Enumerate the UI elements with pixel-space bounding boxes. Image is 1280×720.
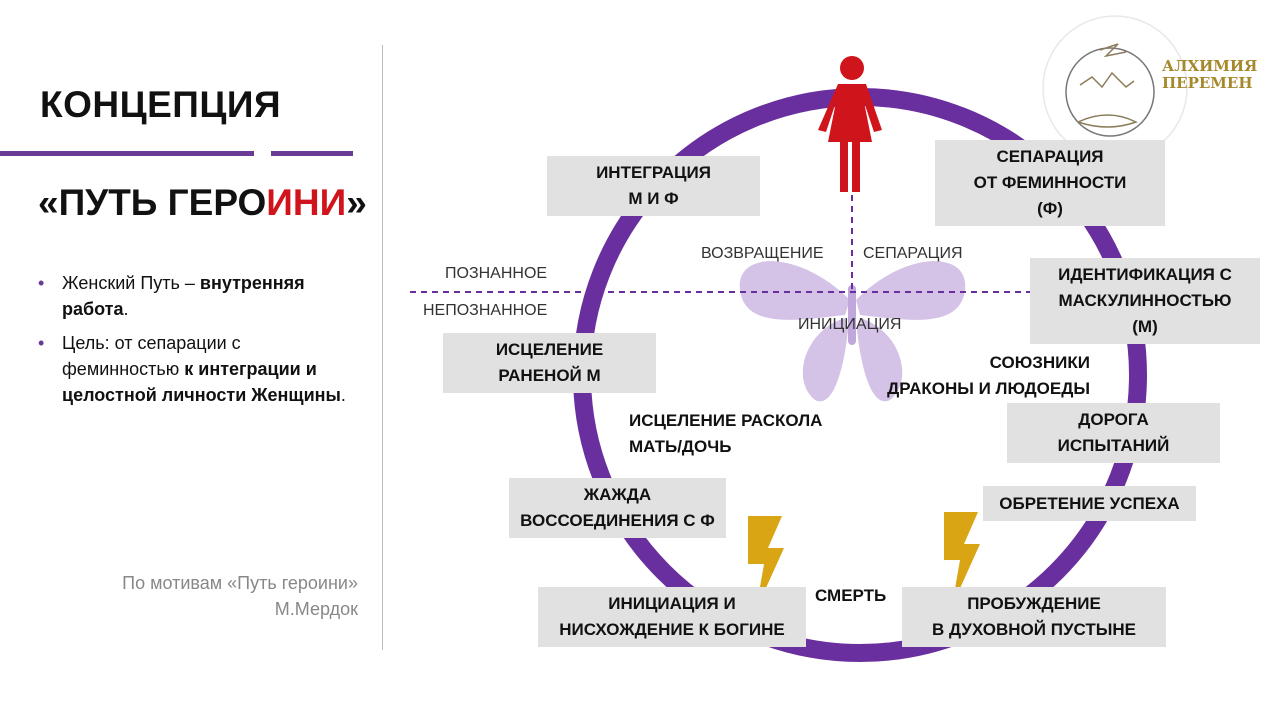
butterfly-icon — [739, 261, 966, 402]
logo-line: ПЕРЕМЕН — [1162, 74, 1253, 92]
stage-separation-feminine: СЕПАРАЦИЯ ОТ ФЕМИННОСТИ (Ф) — [935, 140, 1165, 226]
stage-integration: ИНТЕГРАЦИЯ М И Ф — [547, 156, 760, 216]
label-death: СМЕРТЬ — [815, 583, 887, 609]
title-underline-short — [271, 151, 353, 156]
lightning-bolt-icon — [944, 512, 980, 606]
bullet-tail: . — [123, 299, 129, 319]
title-underline — [0, 151, 254, 156]
slide-title: КОНЦЕПЦИЯ — [40, 84, 282, 125]
label-initiation: ИНИЦИАЦИЯ — [798, 316, 902, 333]
bullet-bold: внутренняя работа — [62, 273, 305, 319]
credit-line: По мотивам «Путь героини» — [122, 573, 358, 593]
bullet-item: Цель: от сепарации с феминностью к интег… — [38, 330, 358, 408]
stage-success: ОБРЕТЕНИЕ УСПЕХА — [983, 486, 1196, 521]
label-separation: СЕПАРАЦИЯ — [863, 245, 963, 262]
bullet-tail: . — [340, 385, 346, 405]
credit-author: М.Мердок — [274, 599, 358, 619]
bullet-text: Цель: от сепарации с феминностью — [62, 333, 241, 379]
label-healing-split: ИСЦЕЛЕНИЕ РАСКОЛА МАТЬ/ДОЧЬ — [629, 411, 823, 456]
slide-subtitle: «ПУТЬ ГЕРОИНИ» — [38, 182, 367, 224]
stage-longing-reunion: ЖАЖДА ВОССОЕДИНЕНИЯ С Ф — [509, 478, 726, 538]
bullet-bold: к интеграции и целостной личности Женщин… — [62, 359, 341, 405]
subtitle-highlight: ИНИ — [266, 182, 347, 223]
stage-healing-wounded-m: ИСЦЕЛЕНИЕ РАНЕНОЙ М — [443, 333, 656, 393]
label-allies-dragons: СОЮЗНИКИ ДРАКОНЫ И ЛЮДОЕДЫ — [887, 353, 1090, 398]
logo-line: АЛХИМИЯ — [1162, 57, 1258, 75]
credit: По мотивам «Путь героини» М.Мердок — [40, 570, 358, 622]
label-known: ПОЗНАННОЕ — [445, 265, 548, 282]
subtitle-quote: » — [346, 182, 367, 223]
woman-figure-icon — [818, 56, 882, 192]
bullet-item: Женский Путь – внутренняя работа. — [38, 270, 358, 322]
label-unknown: НЕПОЗНАННОЕ — [423, 302, 548, 319]
stage-descent-goddess: ИНИЦИАЦИЯ И НИСХОЖДЕНИЕ К БОГИНЕ — [538, 587, 806, 647]
subtitle-text: «ПУТЬ ГЕРО — [38, 182, 267, 223]
stage-identification-masculine: ИДЕНТИФИКАЦИЯ С МАСКУЛИННОСТЬЮ (М) — [1030, 258, 1260, 344]
stage-road-of-trials: ДОРОГА ИСПЫТАНИЙ — [1007, 403, 1220, 463]
lightning-bolt-icon — [748, 516, 784, 610]
divider — [382, 45, 383, 650]
bullet-list: Женский Путь – внутренняя работа. Цель: … — [38, 270, 358, 416]
stage-awakening: ПРОБУЖДЕНИЕ В ДУХОВНОЙ ПУСТЫНЕ — [902, 587, 1166, 647]
label-return: ВОЗВРАЩЕНИЕ — [701, 245, 824, 262]
bullet-text: Женский Путь – — [62, 273, 200, 293]
